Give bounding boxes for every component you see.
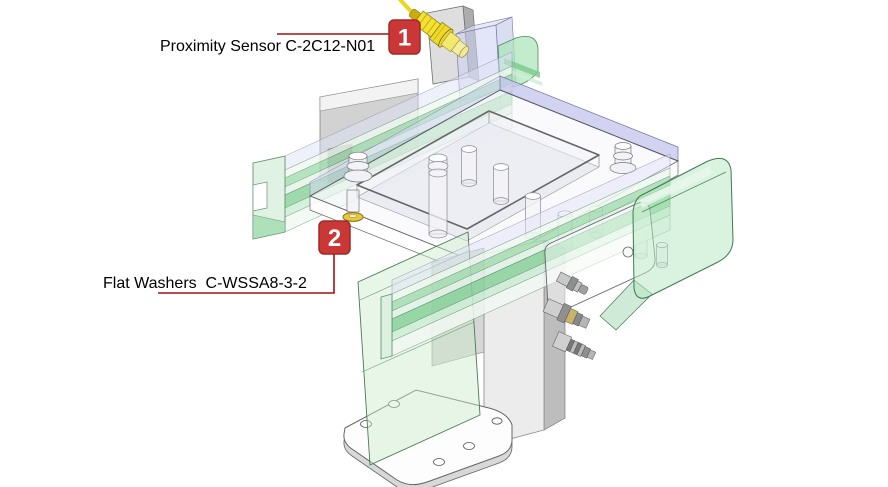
callout-2-marker[interactable] <box>318 220 351 255</box>
rail-left-end-cap <box>252 155 286 240</box>
bracket-hole <box>433 458 445 466</box>
sensor-cable <box>392 0 415 16</box>
proximity-sensor <box>392 0 470 58</box>
callout-1-number: 1 <box>398 25 411 52</box>
bracket-hole <box>463 442 475 450</box>
lower-rail-end-slab <box>599 157 734 331</box>
callout-2-number: 2 <box>328 225 341 252</box>
callout-2-leader <box>158 254 335 294</box>
callout-1-marker[interactable] <box>388 19 421 55</box>
flat-washer <box>342 212 364 222</box>
sensor-tip <box>459 46 470 58</box>
pneumatic-fittings <box>542 271 597 360</box>
callout-1-label: Proximity Sensor C-2C12-N01 <box>160 38 375 55</box>
lower-rail-left-end <box>380 293 393 360</box>
bolt-stack-right <box>609 142 637 174</box>
bracket-hole <box>388 400 400 408</box>
callout-1: 1 Proximity Sensor C-2C12-N01 <box>160 19 421 55</box>
callout-2: 2 Flat Washers C-WSSA8-3-2 <box>103 220 351 294</box>
bracket-hole <box>360 420 372 428</box>
plate-pocket <box>356 110 600 242</box>
bracket-hole <box>491 417 503 425</box>
callout-2-label: Flat Washers C-WSSA8-3-2 <box>103 275 307 292</box>
bolt-stack-left <box>343 151 373 213</box>
